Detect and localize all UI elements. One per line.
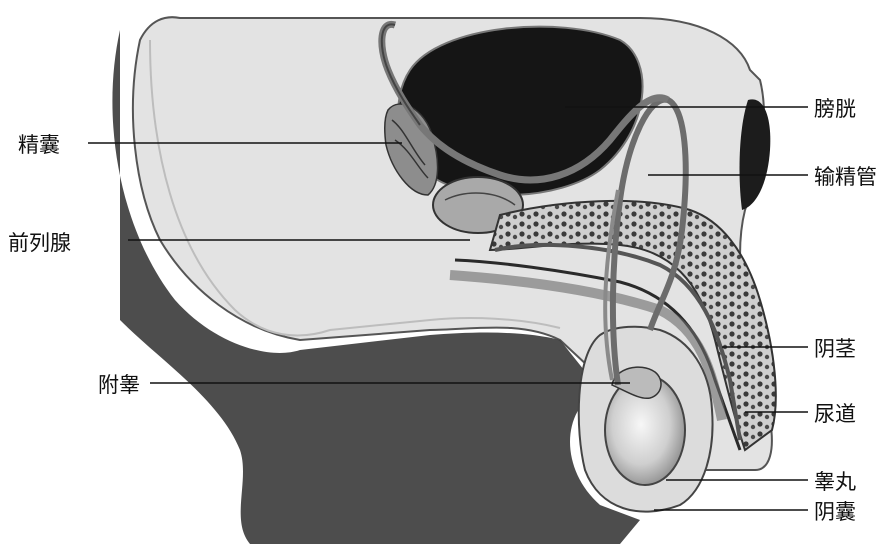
label-epididymis: 附睾 — [98, 373, 140, 397]
label-testis: 睾丸 — [814, 470, 856, 494]
label-bladder: 膀胱 — [814, 97, 856, 121]
pubic-hair-patch — [740, 99, 771, 210]
label-vas-deferens: 输精管 — [814, 165, 877, 189]
label-scrotum: 阴囊 — [814, 500, 856, 524]
label-seminal-vesicle: 精囊 — [18, 133, 60, 157]
label-penis: 阴茎 — [814, 337, 856, 361]
label-prostate: 前列腺 — [8, 231, 71, 255]
label-urethra: 尿道 — [814, 402, 856, 426]
